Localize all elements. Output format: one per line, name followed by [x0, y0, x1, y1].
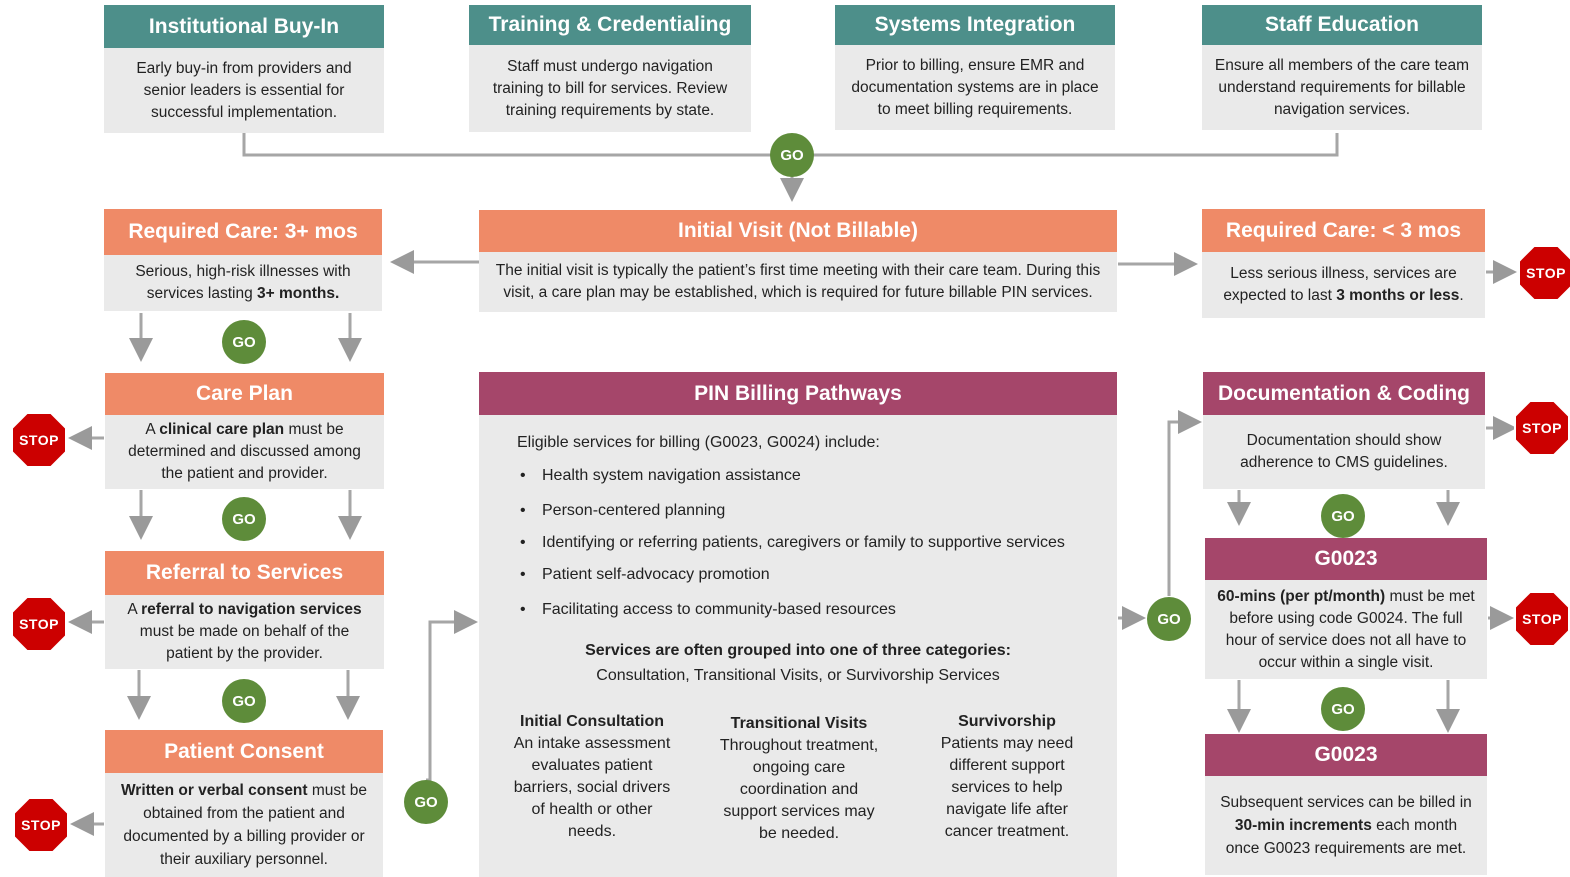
go-badge: GO	[222, 497, 266, 541]
card-title: Initial Visit (Not Billable)	[479, 210, 1117, 252]
card-body: Serious, high-risk illnesses with servic…	[135, 263, 351, 302]
card-body: Ensure all members of the care team unde…	[1214, 56, 1470, 118]
go-badge: GO	[222, 320, 266, 364]
list-item: Identifying or referring patients, careg…	[520, 534, 1065, 552]
card-body: Less serious illness, services are expec…	[1223, 265, 1464, 304]
category-transitional-visits: Transitional Visits Throughout treatment…	[713, 713, 885, 845]
card-body: Written or verbal consent must be obtain…	[120, 782, 368, 868]
card-title: Documentation & Coding	[1203, 372, 1485, 415]
card-body: Prior to billing, ensure EMR and documen…	[851, 56, 1099, 118]
group-subheading: Consultation, Transitional Visits, or Su…	[596, 667, 1000, 684]
category-body: An intake assessment evaluates patient b…	[513, 735, 671, 840]
card-title: Training & Credentialing	[469, 5, 751, 45]
card-title: Care Plan	[105, 373, 384, 415]
category-title: Initial Consultation	[520, 713, 664, 730]
stop-sign-icon: STOP	[13, 797, 69, 853]
card-title: G0023	[1205, 734, 1487, 776]
patient-consent-card: Patient Consent Written or verbal consen…	[105, 730, 383, 877]
category-initial-consultation: Initial Consultation An intake assessmen…	[507, 711, 677, 843]
category-title: Survivorship	[958, 713, 1056, 730]
card-body: The initial visit is typically the patie…	[495, 262, 1101, 301]
card-title: Staff Education	[1202, 5, 1482, 45]
g0023-card: G0023 60-mins (per pt/month) must be met…	[1205, 538, 1487, 679]
stop-sign-icon: STOP	[11, 596, 67, 652]
go-badge: GO	[1321, 687, 1365, 731]
card-body: A clinical care plan must be determined …	[128, 421, 361, 482]
g0023-subsequent-card: G0023 Subsequent services can be billed …	[1205, 734, 1487, 875]
systems-integration-card: Systems Integration Prior to billing, en…	[835, 5, 1115, 130]
staff-education-card: Staff Education Ensure all members of th…	[1202, 5, 1482, 130]
go-badge: GO	[1147, 597, 1191, 641]
list-item: Health system navigation assistance	[520, 467, 801, 485]
stop-sign-icon: STOP	[1514, 591, 1570, 647]
training-credentialing-card: Training & Credentialing Staff must unde…	[469, 5, 751, 132]
go-badge: GO	[770, 133, 814, 177]
pin-billing-pathways-panel: PIN Billing Pathways Eligible services f…	[479, 372, 1117, 877]
card-body: Staff must undergo navigation training t…	[492, 57, 728, 119]
card-title: Required Care: 3+ mos	[104, 209, 382, 255]
stop-sign-icon: STOP	[11, 412, 67, 468]
card-body: A referral to navigation services must b…	[127, 601, 362, 662]
go-badge: GO	[222, 679, 266, 723]
card-title: Patient Consent	[105, 730, 383, 773]
card-body: 60-mins (per pt/month) must be met befor…	[1217, 587, 1475, 671]
card-title: Institutional Buy-In	[104, 5, 384, 48]
card-title: G0023	[1205, 538, 1487, 580]
institutional-buy-in-card: Institutional Buy-In Early buy-in from p…	[104, 5, 384, 133]
card-body: Early buy-in from providers and senior l…	[136, 59, 352, 121]
required-care-short-card: Required Care: < 3 mos Less serious illn…	[1202, 209, 1485, 318]
list-item: Patient self-advocacy promotion	[520, 566, 770, 584]
card-title: Referral to Services	[105, 551, 384, 595]
card-body: Subsequent services can be billed in 30-…	[1220, 794, 1472, 857]
category-body: Patients may need different support serv…	[940, 735, 1074, 840]
list-item: Facilitating access to community-based r…	[520, 601, 896, 619]
stop-sign-icon: STOP	[1514, 400, 1570, 456]
list-item: Person-centered planning	[520, 502, 725, 520]
required-care-long-card: Required Care: 3+ mos Serious, high-risk…	[104, 209, 382, 311]
group-heading: Services are often grouped into one of t…	[585, 642, 1011, 659]
pin-intro: Eligible services for billing (G0023, G0…	[517, 434, 880, 451]
initial-visit-card: Initial Visit (Not Billable) The initial…	[479, 210, 1117, 312]
stop-sign-icon: STOP	[1518, 245, 1570, 301]
referral-card: Referral to Services A referral to navig…	[105, 551, 384, 669]
go-badge: GO	[404, 780, 448, 824]
category-body: Throughout treatment, ongoing care coord…	[719, 737, 879, 842]
card-body: Documentation should show adherence to C…	[1240, 432, 1448, 471]
category-survivorship: Survivorship Patients may need different…	[927, 711, 1087, 843]
card-title: Systems Integration	[835, 5, 1115, 45]
care-plan-card: Care Plan A clinical care plan must be d…	[105, 373, 384, 489]
card-title: Required Care: < 3 mos	[1202, 209, 1485, 252]
documentation-coding-card: Documentation & Coding Documentation sho…	[1203, 372, 1485, 489]
go-badge: GO	[1321, 494, 1365, 538]
panel-title: PIN Billing Pathways	[479, 372, 1117, 415]
category-title: Transitional Visits	[730, 715, 868, 732]
